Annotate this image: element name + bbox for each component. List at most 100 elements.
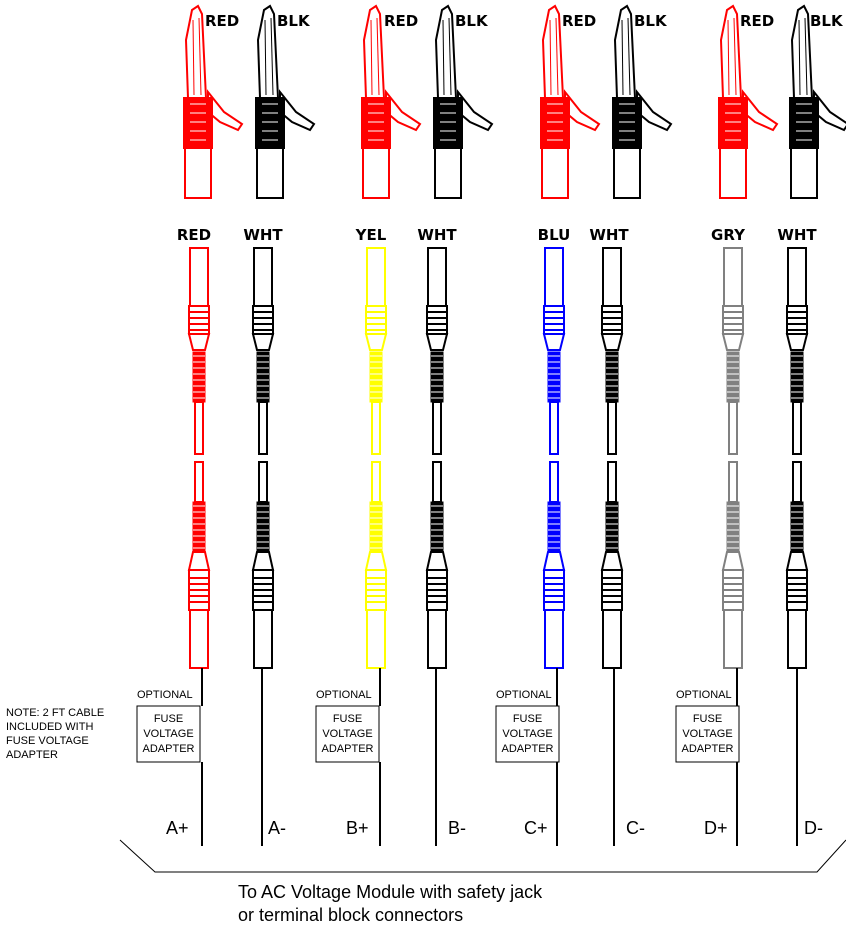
plug-sleeve bbox=[602, 247, 622, 307]
clip-label-positive: RED bbox=[740, 12, 774, 30]
plug-taper bbox=[785, 551, 809, 571]
connector-label-positive: D+ bbox=[704, 818, 728, 838]
test-lead-negative bbox=[600, 247, 624, 669]
note-line-3: FUSE VOLTAGE bbox=[6, 735, 89, 747]
plug-sleeve bbox=[544, 247, 564, 307]
plug-taper bbox=[600, 551, 624, 571]
alligator-clip-negative bbox=[255, 4, 316, 199]
plug-label-positive: GRY bbox=[711, 226, 746, 244]
clip-lever bbox=[636, 89, 673, 132]
plug-sleeve bbox=[189, 247, 209, 307]
plug-taper bbox=[425, 551, 449, 571]
clip-label-negative: BLK bbox=[277, 12, 311, 30]
test-lead-positive bbox=[542, 247, 566, 669]
clip-jaw bbox=[434, 4, 458, 99]
clip-jaw bbox=[184, 4, 208, 99]
lead-grip bbox=[430, 351, 444, 403]
lead-grip bbox=[605, 501, 619, 553]
plug-sleeve bbox=[427, 609, 447, 669]
channel-b-lead-graphics bbox=[361, 4, 494, 846]
plug-sleeve bbox=[253, 609, 273, 669]
optional-label: OPTIONAL bbox=[137, 689, 193, 701]
clip-handle bbox=[256, 147, 284, 199]
channel-a-lead-graphics bbox=[183, 4, 316, 846]
fuse-line-2: VOLTAGE bbox=[322, 728, 372, 740]
clip-jaw-line bbox=[448, 17, 452, 96]
channel-c-lead-graphics bbox=[540, 4, 673, 846]
clip-jaw-line bbox=[798, 19, 801, 96]
connector-label-positive: C+ bbox=[524, 818, 548, 838]
lead-grip bbox=[726, 501, 740, 553]
plug-taper bbox=[785, 333, 809, 351]
clip-jaw bbox=[613, 4, 637, 99]
clip-jaw-line bbox=[733, 17, 737, 96]
clip-jaw bbox=[719, 4, 743, 99]
plug-label-positive: YEL bbox=[355, 226, 387, 244]
plug-label-positive: BLU bbox=[538, 226, 571, 244]
clip-lever bbox=[564, 89, 601, 132]
lead-grip bbox=[192, 351, 206, 403]
fuse-voltage-adapter: FUSE VOLTAGE ADAPTER bbox=[495, 705, 560, 763]
channel-b: RED BLK YEL WHT OPTIONAL FUSE VOLTAGE AD… bbox=[315, 4, 494, 846]
lead-tip bbox=[258, 401, 268, 455]
clip-jaw-line bbox=[621, 19, 624, 96]
caption-line-1: To AC Voltage Module with safety jack bbox=[238, 882, 543, 902]
clip-jaw-line bbox=[627, 17, 631, 96]
fuse-line-2: VOLTAGE bbox=[502, 728, 552, 740]
fuse-voltage-adapter: FUSE VOLTAGE ADAPTER bbox=[136, 705, 201, 763]
clip-jaw bbox=[362, 4, 386, 99]
lead-grip bbox=[790, 351, 804, 403]
plug-taper bbox=[364, 333, 388, 351]
clip-jaw-line bbox=[192, 19, 195, 96]
clip-jaw-line bbox=[442, 19, 445, 96]
connector-label-negative: B- bbox=[448, 818, 466, 838]
plug-taper bbox=[364, 551, 388, 571]
connector-label-positive: B+ bbox=[346, 818, 369, 838]
fuse-voltage-adapter: FUSE VOLTAGE ADAPTER bbox=[675, 705, 740, 763]
test-lead-positive bbox=[187, 247, 211, 669]
plug-sleeve bbox=[189, 609, 209, 669]
test-lead-negative bbox=[425, 247, 449, 669]
clip-label-negative: BLK bbox=[810, 12, 844, 30]
lead-grip bbox=[430, 501, 444, 553]
note-line-4: ADAPTER bbox=[6, 749, 58, 761]
lead-tip bbox=[607, 461, 617, 503]
plug-taper bbox=[721, 551, 745, 571]
lead-tip bbox=[549, 461, 559, 503]
plug-sleeve bbox=[602, 609, 622, 669]
clip-lever bbox=[457, 89, 494, 132]
clip-jaw bbox=[541, 4, 565, 99]
clip-jaw-line bbox=[264, 19, 267, 96]
fuse-voltage-adapter: FUSE VOLTAGE ADAPTER bbox=[315, 705, 380, 763]
lead-tip bbox=[607, 401, 617, 455]
fuse-line-3: ADAPTER bbox=[682, 743, 734, 755]
clip-jaw-line bbox=[549, 19, 552, 96]
plug-label-negative: WHT bbox=[243, 226, 283, 244]
lead-tip bbox=[432, 461, 442, 503]
plug-sleeve bbox=[427, 247, 447, 307]
lead-tip bbox=[432, 401, 442, 455]
clip-handle bbox=[613, 147, 641, 199]
lead-tip bbox=[728, 461, 738, 503]
fuse-line-1: FUSE bbox=[513, 713, 542, 725]
fuse-line-3: ADAPTER bbox=[502, 743, 554, 755]
plug-sleeve bbox=[544, 609, 564, 669]
fuse-line-1: FUSE bbox=[154, 713, 183, 725]
alligator-clip-negative bbox=[612, 4, 673, 199]
channel-c: RED BLK BLU WHT OPTIONAL FUSE VOLTAGE AD… bbox=[495, 4, 673, 846]
clip-jaw-line bbox=[804, 17, 808, 96]
fuse-adapter-box bbox=[315, 705, 380, 763]
alligator-clip-positive bbox=[540, 4, 601, 199]
fuse-line-3: ADAPTER bbox=[322, 743, 374, 755]
plug-label-positive: RED bbox=[177, 226, 211, 244]
clip-handle bbox=[184, 147, 212, 199]
channel-a: RED BLK RED WHT OPTIONAL FUSE VOLTAGE AD… bbox=[136, 4, 316, 846]
clip-jaw bbox=[256, 4, 280, 99]
clip-handle bbox=[541, 147, 569, 199]
clip-jaw-line bbox=[270, 17, 274, 96]
lead-grip bbox=[369, 351, 383, 403]
note-line-1: NOTE: 2 FT CABLE bbox=[6, 707, 104, 719]
alligator-clip-negative bbox=[789, 4, 846, 199]
plug-sleeve bbox=[723, 247, 743, 307]
